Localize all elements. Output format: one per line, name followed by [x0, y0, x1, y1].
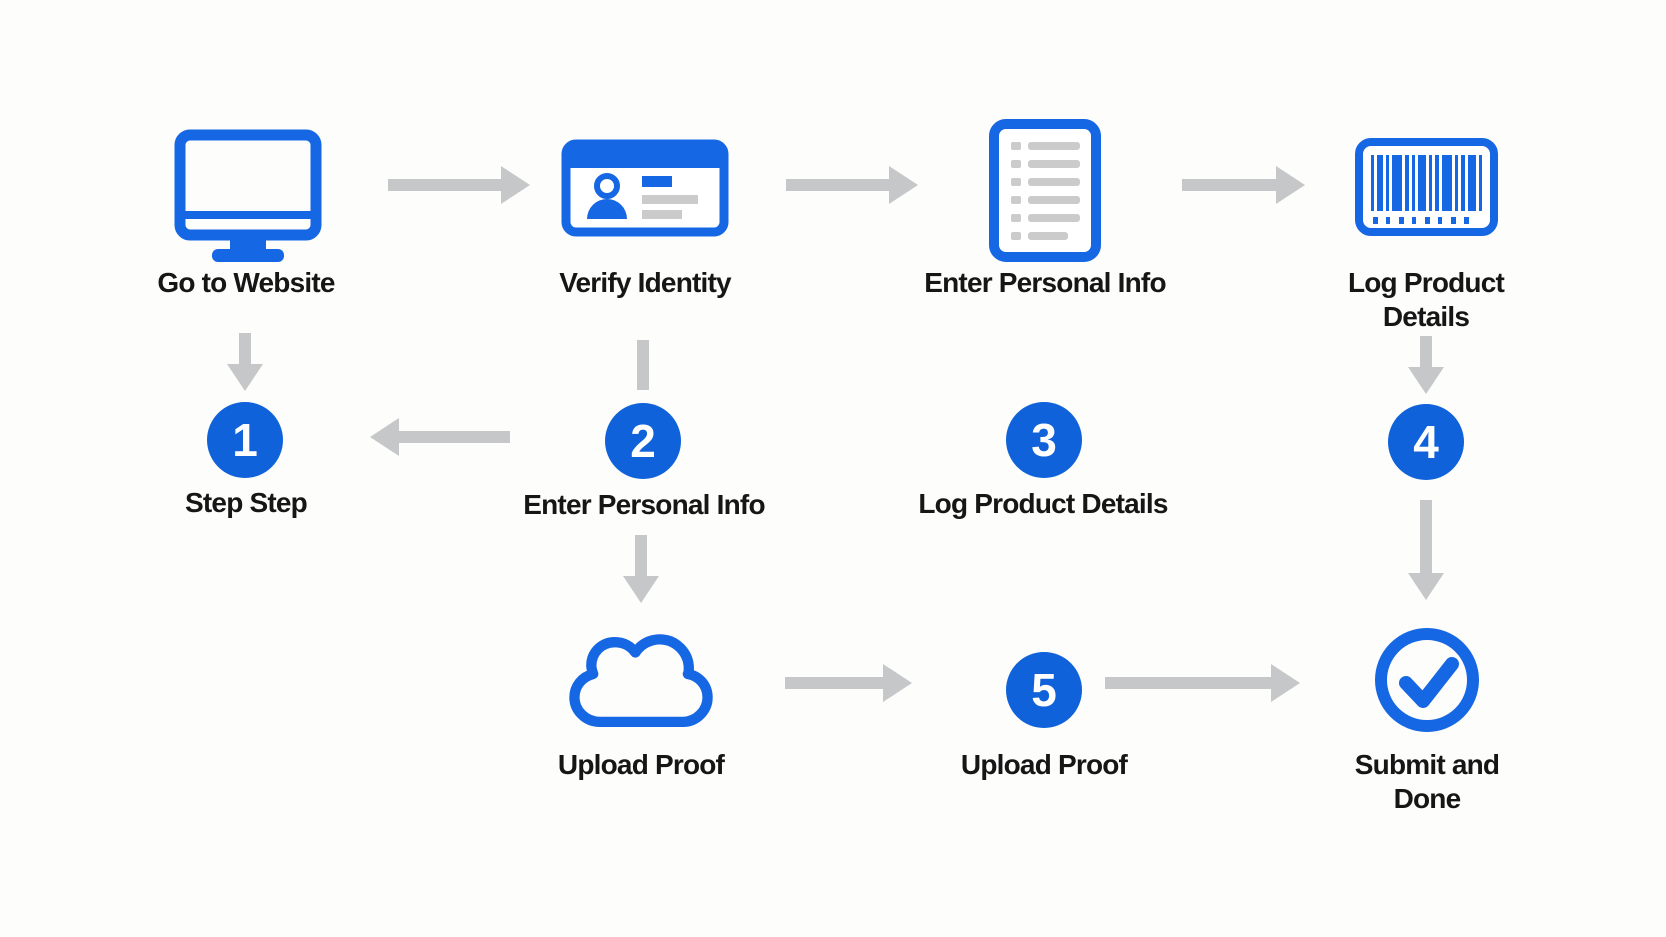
arrow-step5-to-done — [1105, 664, 1300, 702]
upload-label: Upload Proof — [557, 749, 725, 780]
step3-circle: 3 — [1006, 402, 1082, 478]
arrow-product-details-to-step4 — [1408, 336, 1444, 394]
step1-circle: 1 — [207, 402, 283, 478]
arrow-personal-info-to-product-details — [1182, 166, 1305, 204]
identity-label: Verify Identity — [559, 267, 731, 298]
website-label: Go to Website — [157, 267, 335, 298]
step1-label: Step Step — [185, 487, 308, 518]
step2-number: 2 — [630, 415, 656, 467]
step4-number: 4 — [1413, 416, 1439, 468]
product-details-label: Log Product Details — [1347, 267, 1505, 332]
connector-identity-to-step2 — [637, 340, 649, 390]
step3-label: Log Product Details — [918, 488, 1168, 519]
barcode-icon — [1354, 137, 1499, 242]
step3-number: 3 — [1031, 414, 1057, 466]
cloud-icon — [566, 632, 716, 737]
monitor-icon — [173, 128, 323, 268]
arrow-identity-to-personal-info — [786, 166, 918, 204]
arrow-step4-to-done — [1408, 500, 1444, 600]
personal-info-label: Enter Personal Info — [924, 267, 1166, 298]
step4-circle: 4 — [1388, 404, 1464, 480]
step5-number: 5 — [1031, 664, 1057, 716]
step5-label: Upload Proof — [960, 749, 1128, 780]
step2-label: Enter Personal Info — [523, 489, 765, 520]
arrow-upload-to-step5 — [785, 664, 912, 702]
arrow-step2-to-upload — [623, 535, 659, 603]
id-card-icon — [560, 138, 730, 243]
step5-circle: 5 — [1006, 652, 1082, 728]
arrow-website-to-step1 — [227, 333, 263, 391]
arrow-step2-to-step1 — [370, 418, 510, 456]
check-circle-icon — [1373, 626, 1481, 739]
step2-circle: 2 — [605, 403, 681, 479]
step1-number: 1 — [232, 414, 258, 466]
document-list-icon — [988, 118, 1102, 268]
done-label: Submit and Done — [1354, 749, 1500, 814]
arrow-website-to-identity — [388, 166, 530, 204]
